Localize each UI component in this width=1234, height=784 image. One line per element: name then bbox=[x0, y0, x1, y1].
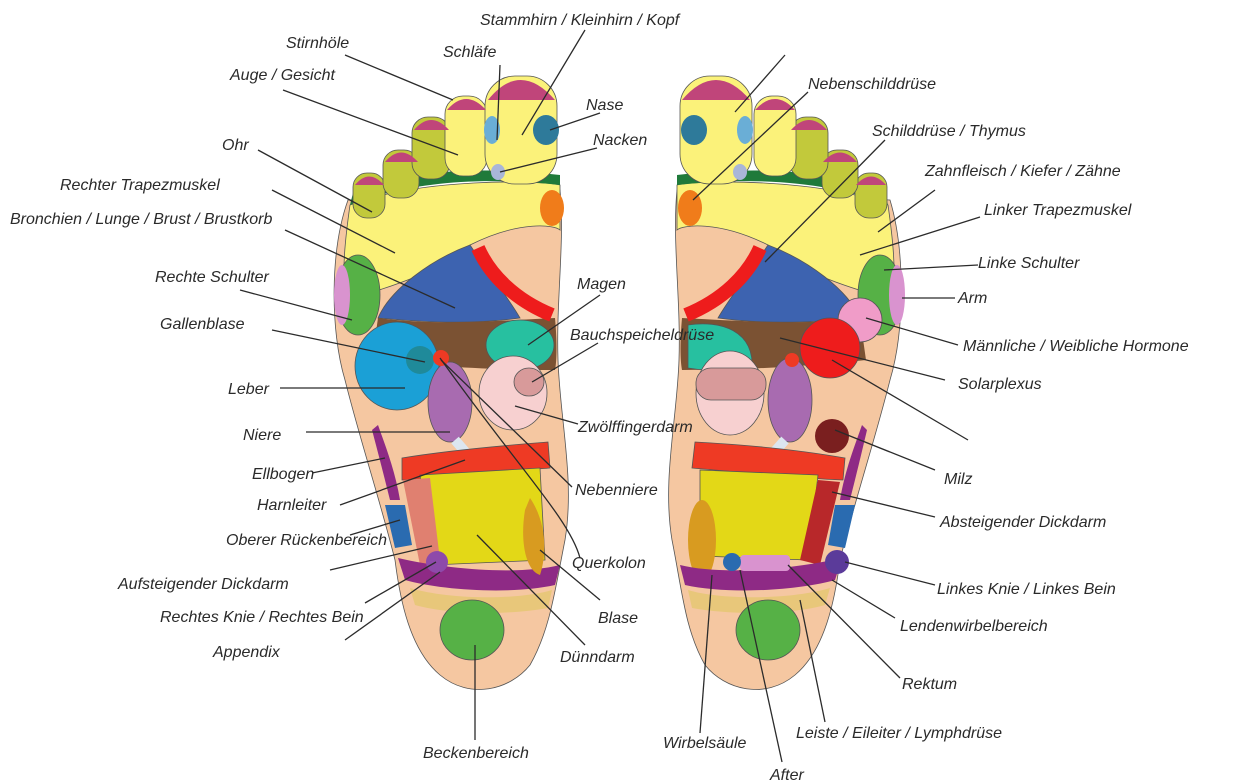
left-orange-spot bbox=[540, 190, 564, 226]
right-kidney-zone bbox=[768, 358, 812, 442]
label-blase: Blase bbox=[598, 610, 638, 627]
label-auge: Auge / Gesicht bbox=[229, 67, 336, 84]
left-nase-spot bbox=[533, 115, 559, 145]
left-adrenal-zone bbox=[433, 350, 449, 366]
right-small-intestine bbox=[700, 470, 818, 560]
label-ohr: Ohr bbox=[222, 137, 249, 154]
right-nacken-spot bbox=[733, 164, 747, 180]
label-rechter-trapez: Rechter Trapezmuskel bbox=[60, 177, 220, 194]
label-bronchien: Bronchien / Lunge / Brust / Brustkorb bbox=[10, 211, 272, 228]
label-after: After bbox=[769, 767, 804, 784]
right-rectum-zone bbox=[740, 555, 790, 571]
right-arm-zone bbox=[889, 265, 905, 325]
line-linkes-knie bbox=[845, 562, 935, 585]
label-lendenwirbel: Lendenwirbelbereich bbox=[900, 618, 1048, 635]
label-stirnhoele: Stirnhöle bbox=[286, 35, 349, 52]
label-becken: Beckenbereich bbox=[423, 745, 529, 762]
label-leber: Leber bbox=[228, 381, 270, 398]
left-gallbladder-zone bbox=[406, 346, 434, 374]
left-appendix-zone bbox=[426, 551, 448, 573]
right-schlaefe-spot bbox=[737, 116, 753, 144]
label-duenndarm: Dünndarm bbox=[560, 649, 635, 666]
label-harnleiter: Harnleiter bbox=[257, 497, 327, 514]
label-ellbogen: Ellbogen bbox=[252, 466, 314, 483]
label-magen: Magen bbox=[577, 276, 626, 293]
label-zwoelffinger: Zwölffingerdarm bbox=[577, 419, 693, 436]
line-lendenwirbel bbox=[832, 580, 895, 618]
label-nebenniere: Nebenniere bbox=[575, 482, 658, 499]
left-foot bbox=[334, 76, 568, 689]
label-schilddruese: Schilddrüse / Thymus bbox=[872, 123, 1026, 140]
label-nacken: Nacken bbox=[593, 132, 647, 149]
label-rechtes-knie: Rechtes Knie / Rechtes Bein bbox=[160, 609, 364, 626]
right-solar-plexus-zone bbox=[800, 318, 860, 378]
label-wirbelsaeule: Wirbelsäule bbox=[663, 735, 747, 752]
left-nacken-spot bbox=[491, 164, 505, 180]
right-pancreas-zone bbox=[696, 368, 766, 400]
line-nase bbox=[550, 113, 600, 130]
line-stirnhoele bbox=[345, 55, 453, 100]
label-hormone: Männliche / Weibliche Hormone bbox=[963, 338, 1189, 355]
label-schlaefe: Schläfe bbox=[443, 44, 496, 61]
label-zahnfleisch: Zahnfleisch / Kiefer / Zähne bbox=[924, 163, 1121, 180]
label-milz: Milz bbox=[944, 471, 972, 488]
label-linkes-knie: Linkes Knie / Linkes Bein bbox=[937, 581, 1116, 598]
left-pancreas-zone bbox=[514, 368, 544, 396]
label-linker-trapez: Linker Trapezmuskel bbox=[984, 202, 1132, 219]
label-nebenschild: Nebenschilddrüse bbox=[808, 76, 936, 93]
label-niere: Niere bbox=[243, 427, 281, 444]
right-anus-zone bbox=[723, 553, 741, 571]
label-aufsteigender: Aufsteigender Dickdarm bbox=[117, 576, 289, 593]
left-pelvis-zone bbox=[440, 600, 504, 660]
label-bauchspeichel: Bauchspeicheldrüse bbox=[570, 327, 714, 344]
left-kidney-zone bbox=[428, 362, 472, 442]
labels: Stammhirn / Kleinhirn / Kopf Stirnhöle S… bbox=[10, 12, 1189, 784]
label-absteigender: Absteigender Dickdarm bbox=[939, 514, 1106, 531]
label-rechte-schulter: Rechte Schulter bbox=[155, 269, 270, 286]
label-gallenblase: Gallenblase bbox=[160, 316, 245, 333]
right-nase-spot bbox=[681, 115, 707, 145]
label-stammhirn: Stammhirn / Kleinhirn / Kopf bbox=[480, 12, 681, 29]
right-spleen-zone bbox=[815, 419, 849, 453]
right-adrenal-zone bbox=[785, 353, 799, 367]
label-querkolon: Querkolon bbox=[572, 555, 646, 572]
label-linke-schulter: Linke Schulter bbox=[978, 255, 1080, 272]
right-pelvis-zone bbox=[736, 600, 800, 660]
label-leiste: Leiste / Eileiter / Lymphdrüse bbox=[796, 725, 1002, 742]
label-rektum: Rektum bbox=[902, 676, 957, 693]
label-arm: Arm bbox=[957, 290, 987, 307]
label-oberer-ruecken: Oberer Rückenbereich bbox=[226, 532, 387, 549]
label-solarplexus: Solarplexus bbox=[958, 376, 1042, 393]
label-nase: Nase bbox=[586, 97, 623, 114]
label-appendix: Appendix bbox=[212, 644, 281, 661]
